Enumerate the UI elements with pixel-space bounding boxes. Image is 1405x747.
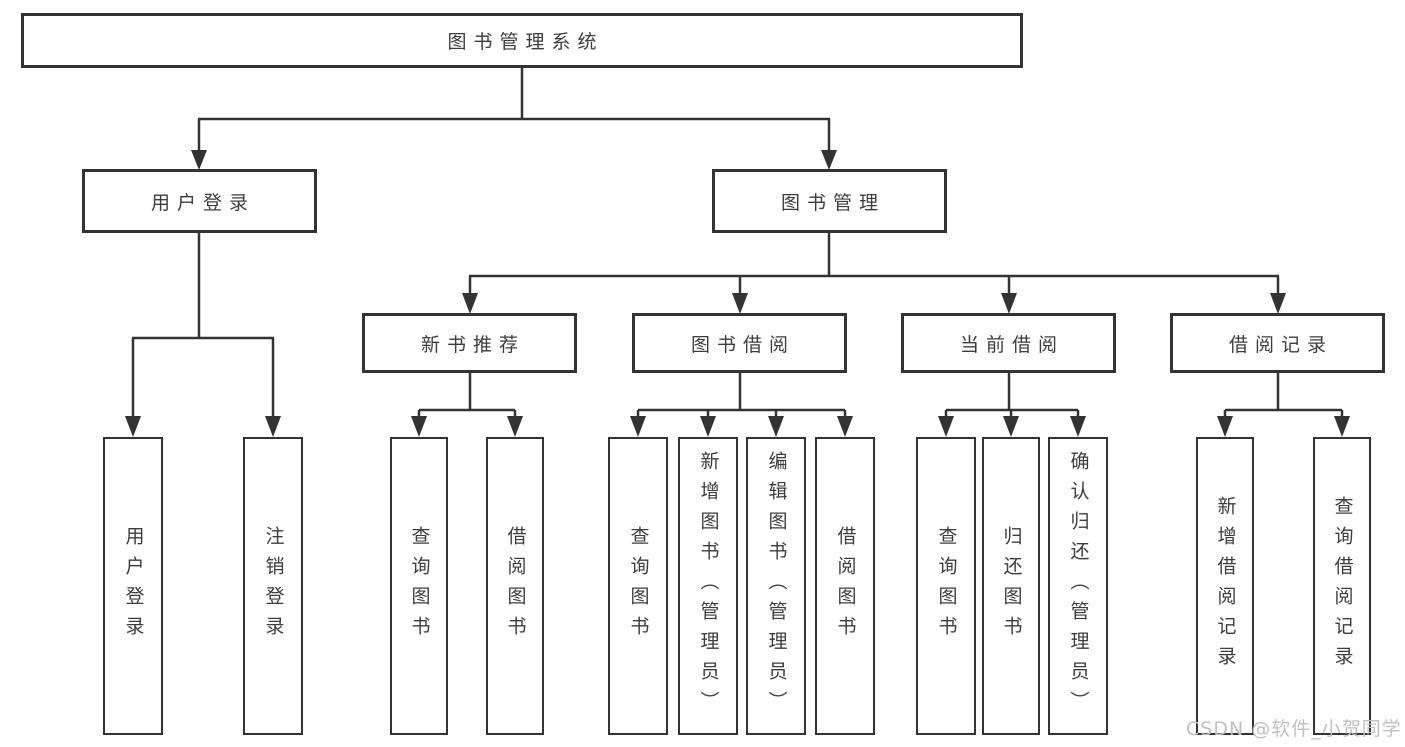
node-new-book-recommend: 新书推荐 — [362, 313, 577, 373]
leaf-query-books-recommend: 查询图书 — [390, 437, 448, 735]
leaf-edit-books-admin: 编辑图书（管理员） — [746, 437, 806, 735]
leaf-label: 查询图书 — [935, 526, 958, 646]
connector-book-borrowing-leaves — [636, 372, 847, 419]
node-label: 图书管理 — [780, 191, 885, 214]
leaf-borrow-books: 借阅图书 — [815, 437, 875, 735]
node-book-borrowing: 图书借阅 — [632, 313, 847, 373]
node-label: 图书借阅 — [690, 333, 795, 356]
connector-book-mgmt-to-level3 — [468, 232, 1280, 296]
leaf-label: 查询图书 — [627, 526, 650, 646]
connector-current-borrowing-leaves — [944, 372, 1080, 419]
node-label: 借阅记录 — [1228, 333, 1333, 356]
leaf-label: 编辑图书（管理员） — [765, 451, 788, 721]
leaf-label: 借阅图书 — [504, 526, 527, 646]
leaf-label: 查询借阅记录 — [1331, 496, 1354, 676]
leaf-query-books-borrowing: 查询图书 — [608, 437, 668, 735]
connector-user-login-leaves — [131, 232, 275, 419]
leaf-borrow-books-recommend: 借阅图书 — [486, 437, 544, 735]
node-library-management-system: 图书管理系统 — [21, 13, 1023, 68]
node-label: 图书管理系统 — [447, 31, 604, 53]
leaf-user-login: 用户登录 — [103, 437, 163, 735]
leaf-query-books-current: 查询图书 — [916, 437, 976, 735]
leaf-label: 注销登录 — [262, 526, 285, 646]
node-label: 当前借阅 — [959, 333, 1064, 356]
connector-borrowing-records-leaves — [1223, 372, 1344, 419]
csdn-watermark: CSDN @软件_小贺同学 — [1186, 718, 1402, 740]
leaf-label: 新增借阅记录 — [1214, 496, 1237, 676]
node-label: 用户登录 — [150, 191, 255, 214]
node-book-management: 图书管理 — [712, 169, 947, 233]
node-current-borrowing: 当前借阅 — [901, 313, 1116, 373]
arrowheads — [125, 150, 1350, 437]
leaf-label: 借阅图书 — [834, 526, 857, 646]
leaf-query-borrow-record: 查询借阅记录 — [1313, 437, 1371, 735]
node-user-login: 用户登录 — [82, 169, 317, 233]
leaf-label: 确认归还（管理员） — [1067, 451, 1090, 721]
leaf-label: 归还图书 — [1000, 526, 1023, 646]
connector-root-to-level2 — [197, 67, 831, 152]
leaf-label: 查询图书 — [408, 526, 431, 646]
leaf-add-borrow-record: 新增借阅记录 — [1196, 437, 1254, 735]
leaf-label: 新增图书（管理员） — [697, 451, 720, 721]
connector-new-book-leaves — [417, 372, 517, 419]
node-borrowing-records: 借阅记录 — [1170, 313, 1385, 373]
leaf-confirm-return-admin: 确认归还（管理员） — [1048, 437, 1108, 735]
leaf-label: 用户登录 — [122, 526, 145, 646]
leaf-add-books-admin: 新增图书（管理员） — [678, 437, 738, 735]
node-label: 新书推荐 — [420, 333, 525, 356]
leaf-return-books: 归还图书 — [982, 437, 1040, 735]
leaf-logout: 注销登录 — [243, 437, 303, 735]
